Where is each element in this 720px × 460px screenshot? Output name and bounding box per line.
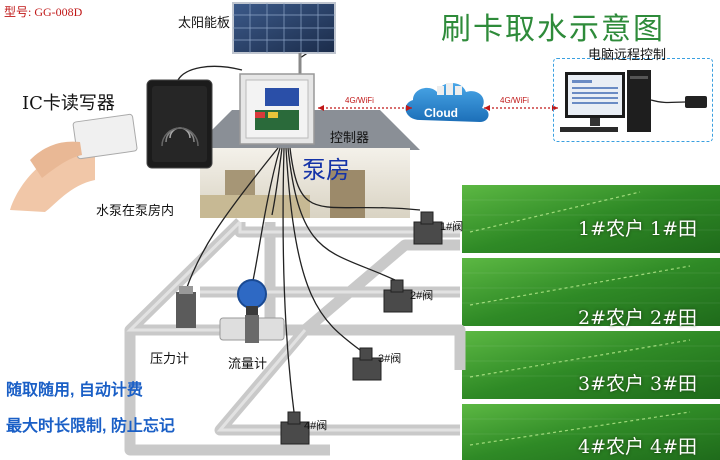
network-right-label: 4G/WiFi <box>500 96 529 105</box>
valve-icon <box>280 211 443 445</box>
computer-icon <box>560 70 707 132</box>
plot-label-1: 1#农户 1#田 <box>578 218 698 240</box>
valve-label-2: 2#阀 <box>410 290 434 302</box>
pump-inside-label: 水泵在泵房内 <box>96 203 175 218</box>
pressure-gauge-label: 压力计 <box>150 351 190 366</box>
plot-label-3: 3#农户 3#田 <box>578 373 698 395</box>
card-reader-label: IC卡读写器 <box>22 93 115 114</box>
network-left-label: 4G/WiFi <box>345 96 374 105</box>
cloud-icon <box>405 83 489 122</box>
model-number: 型号: GG-008D <box>4 5 83 19</box>
controller-label: 控制器 <box>330 130 370 145</box>
remote-control-label: 电脑远程控制 <box>588 47 667 62</box>
controller-box-icon <box>239 73 315 145</box>
valve-label-1: 1#阀 <box>440 221 464 233</box>
solar-panel-icon <box>232 2 336 75</box>
card-reader-icon <box>146 79 213 169</box>
page-title: 刷卡取水示意图 <box>441 12 665 47</box>
flow-meter-label: 流量计 <box>228 356 268 371</box>
ic-card-icon <box>10 113 138 212</box>
remote-control-box <box>553 58 713 142</box>
slogan-1: 随取随用, 自动计费 <box>6 382 143 399</box>
valve-label-4: 4#阀 <box>304 420 328 432</box>
pressure-gauge-icon <box>176 286 196 328</box>
cloud-label: Cloud <box>424 106 458 120</box>
slogan-2: 最大时长限制, 防止忘记 <box>6 418 175 435</box>
flow-meter-icon <box>219 279 285 343</box>
plot-label-4: 4#农户 4#田 <box>578 436 698 458</box>
solar-panel-label: 太阳能板 <box>178 15 231 30</box>
field-icon <box>462 185 720 460</box>
plot-label-2: 2#农户 2#田 <box>578 307 698 329</box>
pump-house-label: 泵房 <box>302 156 350 184</box>
valve-label-3: 3#阀 <box>378 353 402 365</box>
